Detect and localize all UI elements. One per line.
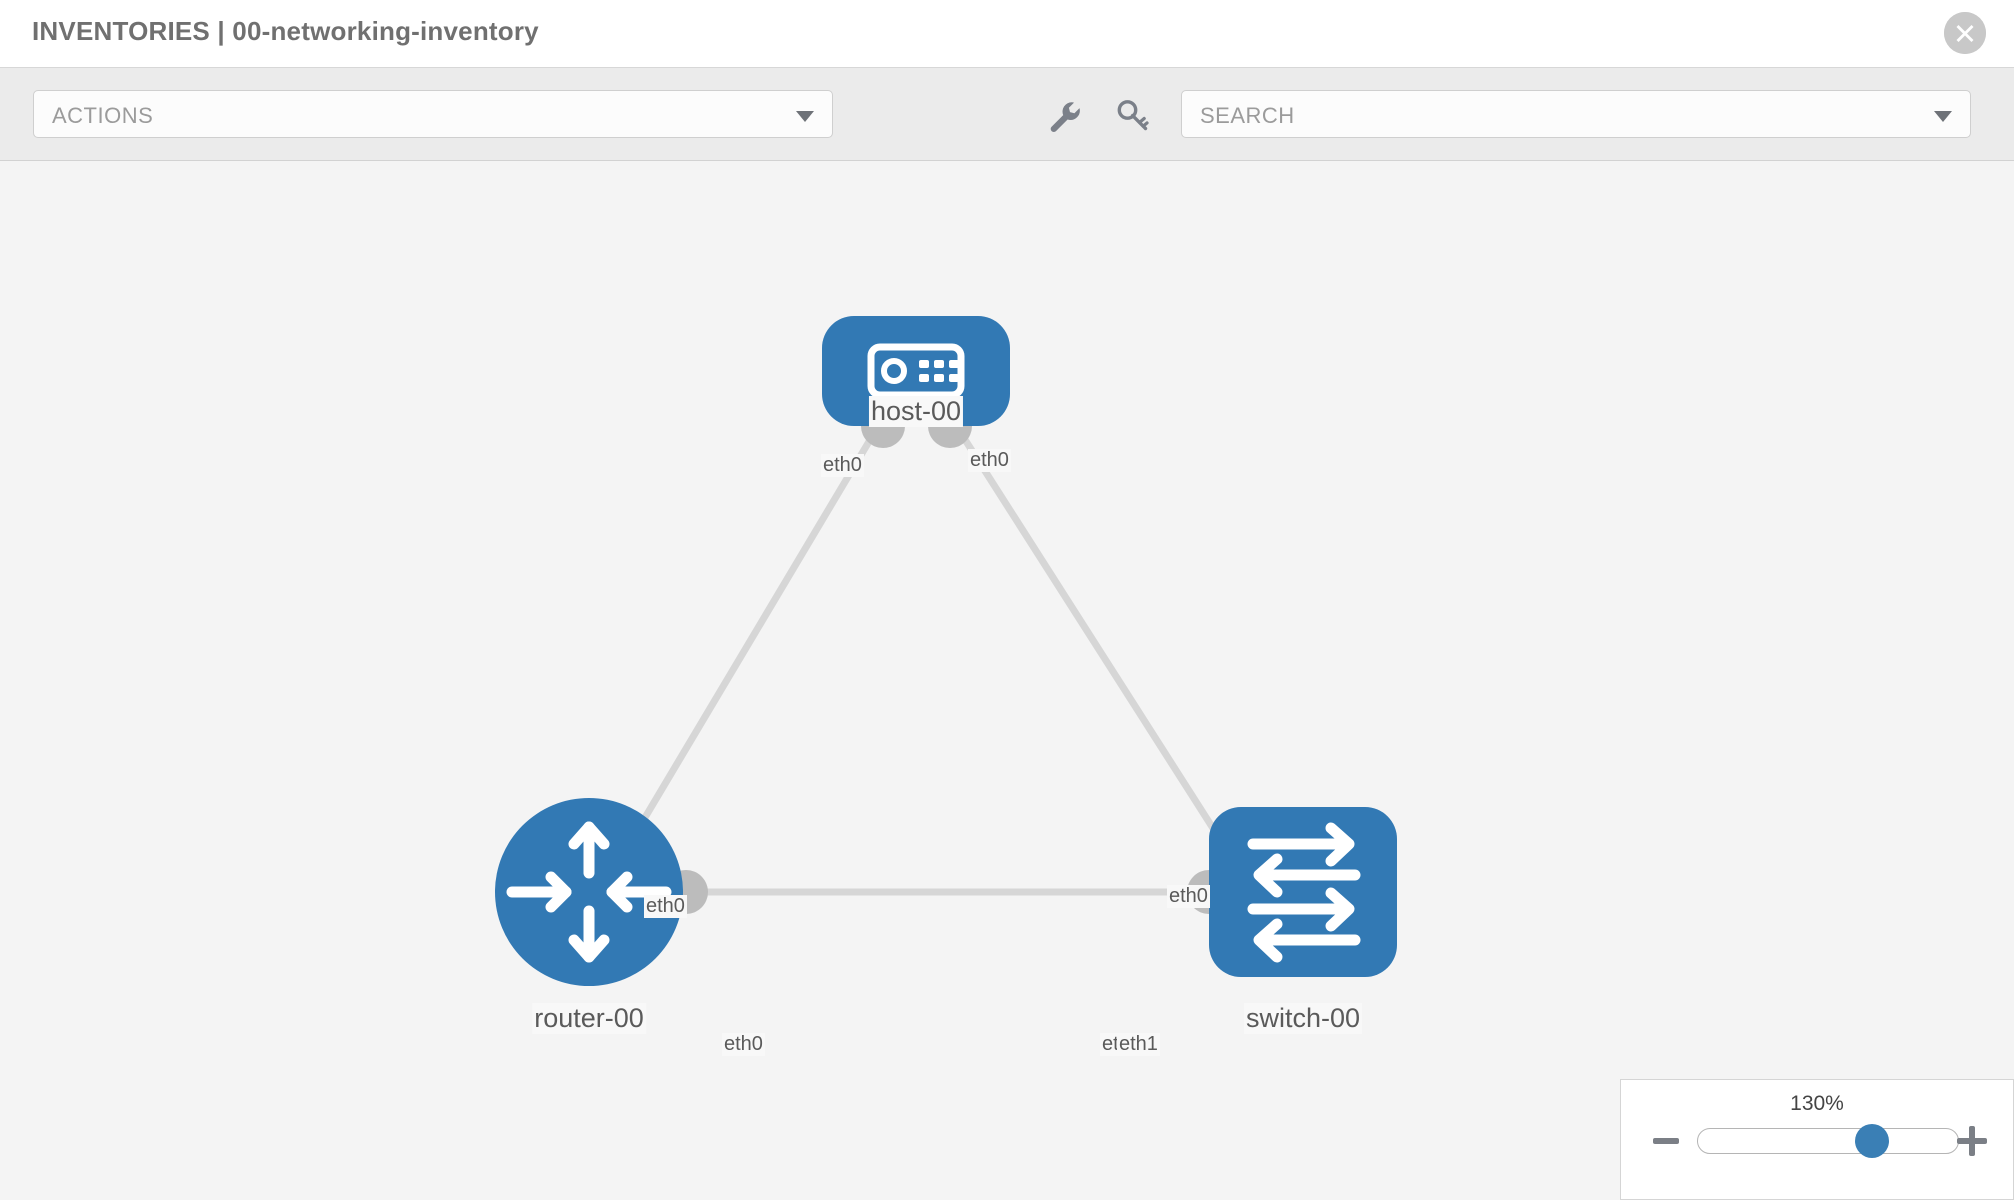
- zoom-slider[interactable]: [1697, 1124, 1959, 1158]
- node-label-host-00: host-00: [868, 396, 964, 427]
- edge-label-switch00-eth1: eth1: [1117, 1033, 1160, 1056]
- search-placeholder: SEARCH: [1200, 103, 1295, 128]
- page-header: INVENTORIES | 00-networking-inventory: [0, 0, 2014, 68]
- switch-arrows-icon: [1247, 822, 1361, 963]
- server-icon: [867, 343, 965, 399]
- zoom-slider-thumb[interactable]: [1855, 1124, 1890, 1158]
- search-input[interactable]: SEARCH: [1181, 90, 1971, 138]
- zoom-out-button[interactable]: [1653, 1138, 1679, 1144]
- node-label-switch-00: switch-00: [1243, 1003, 1363, 1034]
- actions-dropdown-label: ACTIONS: [52, 103, 154, 128]
- link-host00-router00: [627, 411, 890, 843]
- edge-label-switch00-eth0-uplink: eth0: [1167, 885, 1210, 908]
- edge-label-router00-eth0-uplink: eth0: [644, 895, 687, 918]
- chevron-down-icon[interactable]: [1934, 111, 1952, 122]
- key-icon[interactable]: [1114, 98, 1150, 134]
- edge-label-host00-eth0-left: eth0: [821, 454, 864, 477]
- page-title: INVENTORIES | 00-networking-inventory: [32, 16, 539, 46]
- topology-canvas[interactable]: host-00 router-00 switch-00 eth0 eth0 et…: [0, 161, 2014, 1200]
- actions-dropdown[interactable]: ACTIONS: [33, 90, 833, 138]
- toolbar: ACTIONS SEARCH: [0, 68, 2014, 161]
- node-router-00: [495, 798, 683, 986]
- zoom-in-button[interactable]: [1957, 1126, 1987, 1156]
- chevron-down-icon: [796, 111, 814, 122]
- zoom-level-label: 130%: [1790, 1092, 1844, 1115]
- node-switch-00: [1209, 807, 1397, 977]
- zoom-panel: 130%: [1620, 1079, 2014, 1200]
- link-host00-switch00: [945, 411, 1219, 835]
- node-label-router-00: router-00: [532, 1003, 646, 1034]
- router-arrows-icon: [506, 821, 672, 963]
- close-icon[interactable]: [1944, 12, 1986, 54]
- topology-graph: [495, 316, 1397, 986]
- wrench-icon[interactable]: [1046, 98, 1082, 134]
- edge-label-router00-eth0: eth0: [722, 1033, 765, 1056]
- edge-label-host00-eth0-right: eth0: [968, 449, 1011, 472]
